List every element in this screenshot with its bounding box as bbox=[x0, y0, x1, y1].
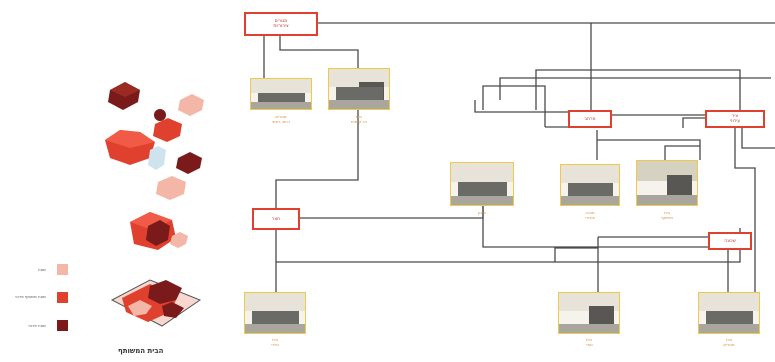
caption-6: בית כפרי bbox=[244, 337, 306, 347]
node-urban-axis-line1: ציר bbox=[731, 114, 739, 119]
legend-label-1: שטח bbox=[37, 267, 46, 272]
node-courtyard: חצר bbox=[252, 208, 300, 230]
caption-6-line2: כפרי bbox=[271, 342, 279, 347]
photo-6 bbox=[244, 292, 306, 334]
layer-private bbox=[108, 82, 140, 110]
caption-2: בית רב קומות bbox=[328, 114, 390, 124]
caption-2-line2: רב קומות bbox=[350, 119, 368, 124]
caption-8-line1: בית bbox=[726, 337, 732, 342]
caption-3: שיכון bbox=[450, 210, 514, 215]
caption-5: בית משותף bbox=[636, 210, 698, 220]
legend-swatch-3 bbox=[57, 320, 68, 331]
photo-1 bbox=[250, 78, 312, 110]
caption-1-line1: מגורים bbox=[275, 114, 287, 119]
caption-7-line1: בית bbox=[586, 337, 592, 342]
node-courtyard-line1: חצר bbox=[271, 216, 281, 222]
node-urban-axis-line2: עירוני bbox=[729, 119, 741, 124]
axonometric-illustration bbox=[105, 82, 204, 327]
caption-1-line2: רחוב ראשי bbox=[271, 119, 291, 124]
caption-7-line2: ספר bbox=[585, 342, 593, 347]
legend-label-3: שטח פרטי bbox=[28, 323, 46, 328]
photo-2 bbox=[328, 68, 390, 110]
photo-7 bbox=[558, 292, 620, 334]
photo-8 bbox=[698, 292, 760, 334]
photo-3 bbox=[450, 162, 514, 206]
caption-4-line1: מבנה bbox=[585, 210, 595, 215]
illustration-title: הבית המשותף bbox=[118, 347, 164, 355]
node-residential: מגורים ציבוריות bbox=[244, 12, 318, 36]
node-shared-space: מרחב bbox=[568, 110, 612, 128]
legend-swatch-1 bbox=[57, 264, 68, 275]
node-urban-axis: ציר עירוני bbox=[705, 110, 765, 128]
node-neighborhood-line1: שכונה bbox=[724, 238, 736, 244]
caption-4: מבנה ציבורי bbox=[560, 210, 620, 220]
caption-8: בית מגורים bbox=[698, 337, 760, 347]
node-shared-space-line1: מרחב bbox=[584, 116, 596, 122]
caption-4-line2: ציבורי bbox=[585, 215, 595, 220]
caption-8-line2: מגורים bbox=[723, 342, 735, 347]
caption-2-line1: בית bbox=[356, 114, 362, 119]
caption-7: בית ספר bbox=[558, 337, 620, 347]
photo-4 bbox=[560, 164, 620, 206]
node-residential-line1: מגורים bbox=[274, 19, 288, 24]
node-neighborhood: שכונה bbox=[708, 232, 752, 250]
caption-5-line1: בית bbox=[664, 210, 670, 215]
caption-5-line2: משותף bbox=[661, 215, 673, 220]
photo-5 bbox=[636, 160, 698, 206]
caption-3-line1: שיכון bbox=[477, 210, 487, 215]
node-residential-line2: ציבוריות bbox=[273, 24, 289, 29]
legend-label-2: שטח משותף פרטי bbox=[15, 294, 46, 299]
legend-swatch-2 bbox=[57, 292, 68, 303]
caption-6-line1: בית bbox=[272, 337, 278, 342]
caption-1: מגורים רחוב ראשי bbox=[250, 114, 312, 124]
